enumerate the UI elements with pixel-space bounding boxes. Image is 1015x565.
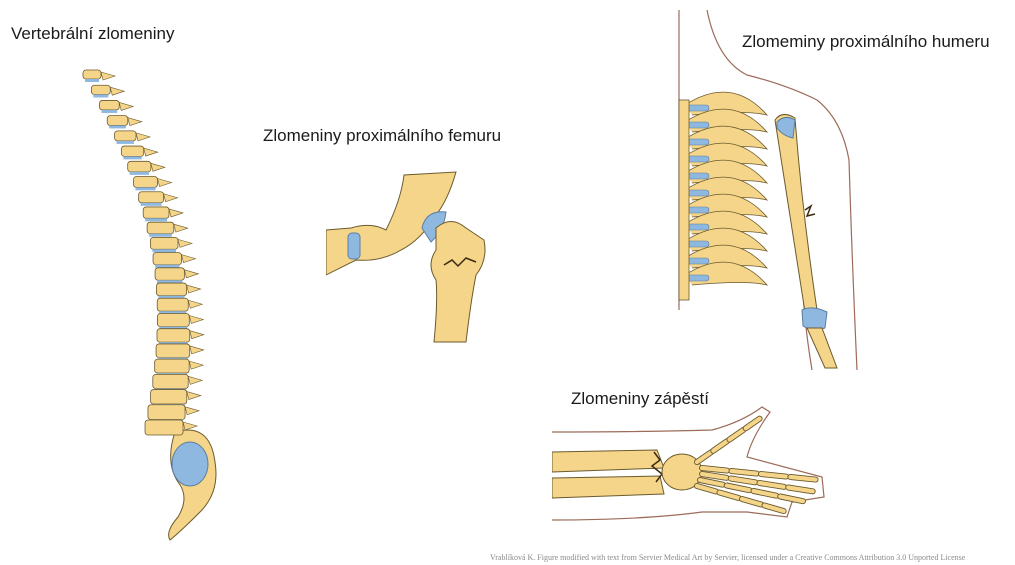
vertebra	[150, 237, 178, 249]
femur-illustration	[326, 170, 491, 345]
spinous-process	[189, 315, 203, 323]
spinous-process	[136, 133, 150, 141]
elbow-cartilage	[802, 308, 827, 330]
humerus-svg	[677, 10, 867, 370]
spinous-process	[183, 422, 197, 430]
phalanx	[791, 477, 816, 480]
intervertebral-disc	[101, 110, 117, 113]
phalanx	[697, 486, 716, 492]
spinous-process	[174, 224, 188, 232]
spinous-process	[185, 407, 199, 415]
vertebra	[139, 192, 164, 203]
vertebra	[153, 374, 188, 388]
spinous-process	[187, 392, 201, 400]
vertebra	[107, 116, 128, 126]
phalanx	[780, 497, 803, 502]
spinous-process	[181, 255, 195, 263]
vertebra	[147, 222, 174, 234]
vertebra	[91, 85, 110, 94]
intervertebral-disc	[149, 234, 172, 237]
intervertebral-disc	[123, 156, 141, 159]
spinous-process	[128, 118, 142, 126]
vertebra	[153, 253, 181, 265]
vertebra	[148, 405, 185, 420]
spinous-process	[164, 194, 178, 202]
intervertebral-disc	[117, 141, 134, 144]
vertebra	[157, 298, 188, 311]
vertebra	[155, 359, 190, 373]
vertebra	[121, 146, 143, 156]
femur-svg	[326, 170, 491, 345]
spinous-process	[188, 300, 202, 308]
intervertebral-disc	[130, 172, 149, 175]
phalanx	[765, 506, 784, 512]
vertebra	[151, 390, 187, 404]
pubic-symphysis	[348, 233, 360, 259]
spinous-process	[101, 72, 115, 80]
spinous-process	[189, 361, 203, 369]
sternum	[679, 100, 689, 300]
vertebra	[157, 313, 189, 326]
vertebra	[145, 420, 183, 435]
spinous-process	[110, 87, 124, 95]
vertebrae-group	[83, 70, 204, 435]
intervertebral-disc	[145, 218, 167, 221]
image-credit: Vrablíková K. Figure modified with text …	[490, 553, 965, 562]
phalanx	[742, 499, 761, 505]
spinous-process	[187, 285, 201, 293]
humerus-fracture-line	[805, 206, 815, 216]
phalanx	[700, 480, 723, 485]
spinous-process	[188, 376, 202, 384]
spinous-process	[190, 346, 204, 354]
vertebra	[156, 283, 186, 296]
phalanx	[702, 468, 727, 471]
spinous-process	[178, 239, 192, 247]
vertebra	[83, 70, 101, 79]
phalanx	[732, 471, 757, 474]
femur	[431, 222, 485, 343]
vertebra	[99, 100, 119, 110]
phalanx	[727, 486, 750, 491]
intervertebral-disc	[141, 203, 162, 206]
spinous-process	[190, 331, 204, 339]
vertebra	[133, 177, 157, 188]
intervertebral-disc	[152, 249, 176, 252]
humerus-illustration	[677, 10, 867, 370]
forearm	[807, 328, 837, 368]
intervertebral-disc	[155, 265, 179, 268]
spinous-process	[151, 163, 165, 171]
phalanx	[754, 491, 777, 496]
vertebra	[157, 329, 190, 342]
radius	[552, 450, 664, 472]
humerus	[775, 114, 817, 312]
spinous-process	[144, 148, 158, 156]
spinous-process	[158, 179, 172, 187]
intervertebral-disc	[135, 187, 155, 190]
femur-label: Zlomeniny proximálního femuru	[263, 126, 501, 146]
ribcage-group	[679, 92, 767, 300]
vertebra	[156, 344, 190, 358]
vertebra	[143, 207, 169, 218]
vertebra	[155, 268, 184, 280]
spine-svg	[70, 62, 250, 542]
phalanx	[720, 493, 739, 499]
wrist-svg	[552, 402, 832, 527]
spinous-process	[184, 270, 198, 278]
intervertebral-disc	[109, 125, 126, 128]
spinous-process	[169, 209, 183, 217]
spine-illustration	[70, 62, 250, 542]
wrist-illustration	[552, 402, 832, 527]
vertebra	[128, 161, 151, 172]
sacral-joint	[172, 442, 208, 486]
intervertebral-disc	[85, 79, 99, 82]
ulna	[552, 476, 664, 498]
spinous-process	[119, 102, 133, 110]
vertebral-label: Vertebrální zlomeniny	[11, 24, 174, 44]
intervertebral-disc	[93, 94, 108, 97]
vertebra	[115, 131, 136, 141]
phalanx	[761, 474, 786, 477]
